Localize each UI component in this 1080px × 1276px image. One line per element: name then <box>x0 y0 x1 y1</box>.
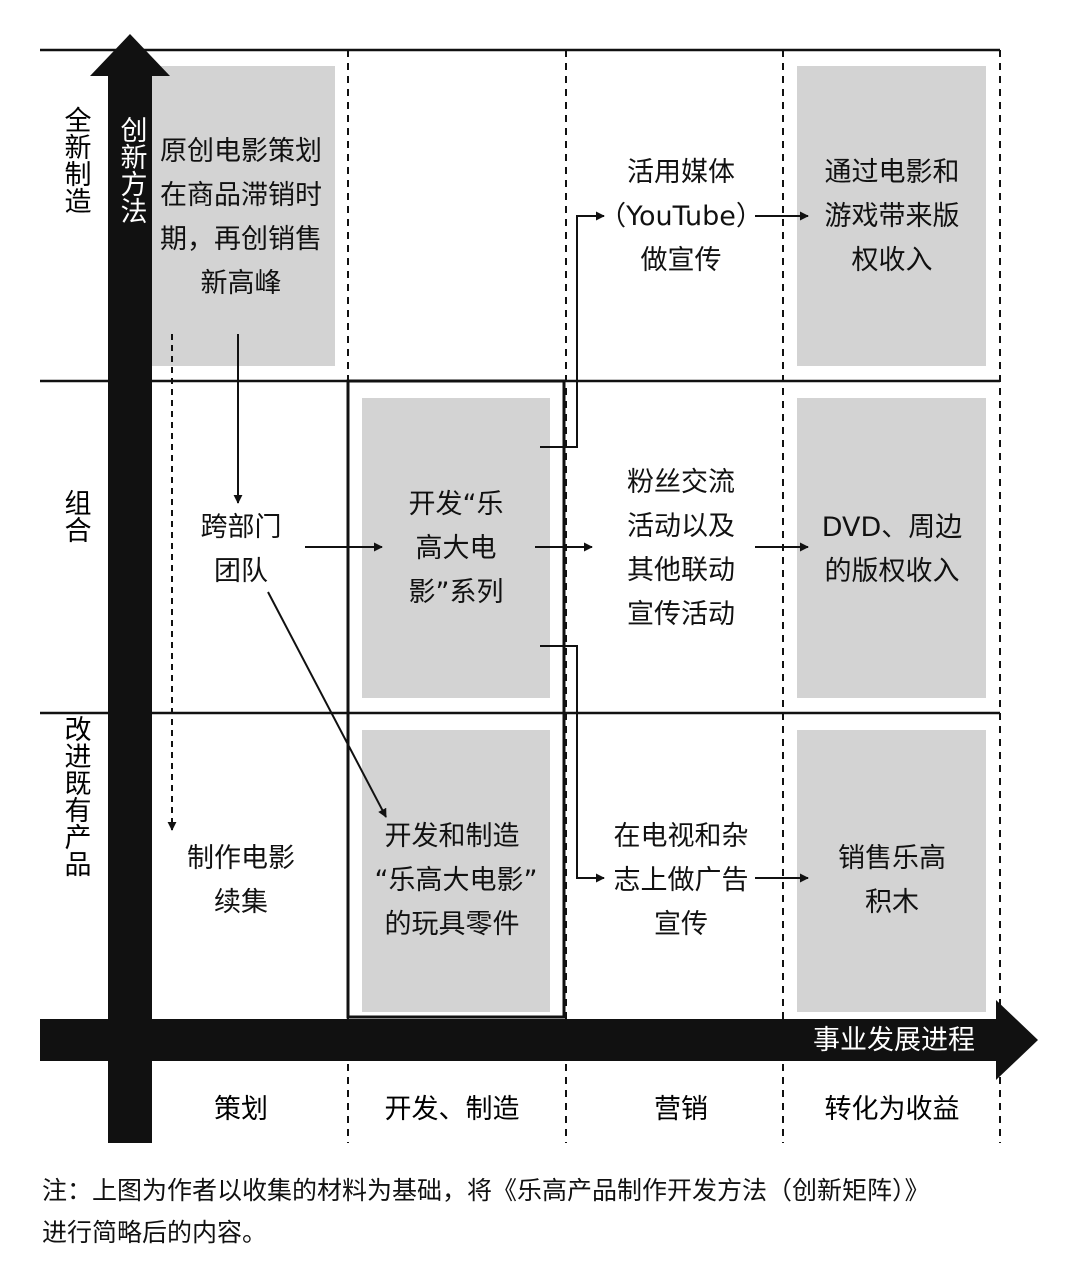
column-label-revenue: 转化为收益 <box>825 1094 960 1125</box>
svg-text:新高峰: 新高峰 <box>201 268 282 299</box>
cell-text-top-plan: 原创电影策划 在商品滞销时 期，再创销售 新高峰 <box>160 136 322 299</box>
svg-text:在商品滞销时: 在商品滞销时 <box>160 180 322 211</box>
dev-column-frame <box>346 379 566 1019</box>
svg-text:的玩具零件: 的玩具零件 <box>385 909 520 940</box>
svg-text:续集: 续集 <box>214 887 268 918</box>
svg-text:权收入: 权收入 <box>852 245 933 276</box>
cell-text-bot-revenue: 销售乐高 积木 <box>838 843 946 918</box>
cell-text-mid-plan: 跨部门 团队 <box>201 512 282 587</box>
row-label-middle: 组合 <box>60 489 91 543</box>
svg-text:在电视和杂: 在电视和杂 <box>614 821 749 852</box>
svg-text:宣传: 宣传 <box>654 909 708 940</box>
column-label-plan: 策划 <box>214 1094 268 1125</box>
svg-text:“乐高大电影”: “乐高大电影” <box>375 865 538 896</box>
svg-text:粉丝交流: 粉丝交流 <box>627 467 735 498</box>
svg-text:做宣传: 做宣传 <box>641 245 722 276</box>
cell-box-mid-revenue <box>797 398 986 698</box>
column-label-market: 营销 <box>654 1094 708 1125</box>
svg-text:（YouTube）: （YouTube） <box>599 201 763 232</box>
footnote-line-2: 进行简略后的内容。 <box>42 1218 268 1247</box>
svg-text:通过电影和: 通过电影和 <box>825 157 960 188</box>
cell-text-bot-dev: 开发和制造 “乐高大电影” 的玩具零件 <box>375 821 538 940</box>
footnote: 注：上图为作者以收集的材料为基础，将《乐高产品制作开发方法（创新矩阵）》 进行简… <box>42 1170 1052 1254</box>
svg-text:DVD、周边: DVD、周边 <box>822 512 963 543</box>
cell-box-bot-revenue <box>797 730 986 1012</box>
svg-text:游戏带来版: 游戏带来版 <box>825 201 960 232</box>
row-label-bottom: 改进既有产品 <box>60 715 92 877</box>
svg-text:志上做广告: 志上做广告 <box>614 865 749 896</box>
svg-text:的版权收入: 的版权收入 <box>825 556 960 587</box>
svg-text:团队: 团队 <box>214 556 268 587</box>
arrow-series-to-tv-ads <box>540 645 605 883</box>
cell-box-top-revenue <box>797 66 986 366</box>
flow-arrows <box>167 211 809 883</box>
svg-text:其他联动: 其他联动 <box>627 555 735 586</box>
arrow-series-to-media <box>540 211 605 448</box>
cell-text-mid-dev: 开发“乐 高大电 影”系列 <box>409 489 504 608</box>
innovation-matrix-diagram: 创新方法 事业发展进程 全新制造 组合 改进既有产品 策划 开发、制造 营销 转… <box>40 34 1038 1143</box>
column-label-dev: 开发、制造 <box>385 1094 520 1125</box>
svg-text:积木: 积木 <box>865 887 919 918</box>
footnote-line-1: 注：上图为作者以收集的材料为基础，将《乐高产品制作开发方法（创新矩阵）》 <box>42 1176 930 1205</box>
svg-text:期，再创销售: 期，再创销售 <box>160 224 322 255</box>
cell-box-top-plan <box>152 66 335 366</box>
arrow-team-to-parts <box>267 591 387 818</box>
vertical-axis-arrow <box>90 34 170 1143</box>
cell-box-bot-dev <box>362 730 550 1012</box>
svg-text:开发“乐: 开发“乐 <box>409 489 504 520</box>
svg-text:跨部门: 跨部门 <box>201 512 282 543</box>
cell-text-bot-plan: 制作电影 续集 <box>187 843 295 918</box>
cell-box-mid-dev <box>362 398 550 698</box>
horizontal-axis-label: 事业发展进程 <box>813 1025 975 1056</box>
svg-text:原创电影策划: 原创电影策划 <box>160 136 322 167</box>
svg-text:宣传活动: 宣传活动 <box>627 599 735 630</box>
cell-text-bot-market: 在电视和杂 志上做广告 宣传 <box>614 821 749 940</box>
horizontal-axis-arrow <box>40 1000 1038 1080</box>
cell-text-top-market: 活用媒体 （YouTube） 做宣传 <box>599 157 763 276</box>
cell-text-mid-market: 粉丝交流 活动以及 其他联动 宣传活动 <box>627 467 735 630</box>
svg-text:活动以及: 活动以及 <box>627 511 735 542</box>
svg-text:开发和制造: 开发和制造 <box>385 821 520 852</box>
cell-text-top-revenue: 通过电影和 游戏带来版 权收入 <box>825 157 960 276</box>
svg-text:制作电影: 制作电影 <box>187 843 295 874</box>
vertical-axis-label: 创新方法 <box>116 116 148 224</box>
svg-text:销售乐高: 销售乐高 <box>838 843 946 874</box>
svg-text:活用媒体: 活用媒体 <box>627 157 735 188</box>
svg-text:影”系列: 影”系列 <box>409 577 504 608</box>
cell-text-mid-revenue: DVD、周边 的版权收入 <box>822 512 963 587</box>
svg-text:高大电: 高大电 <box>416 533 497 564</box>
row-label-top: 全新制造 <box>60 106 92 214</box>
